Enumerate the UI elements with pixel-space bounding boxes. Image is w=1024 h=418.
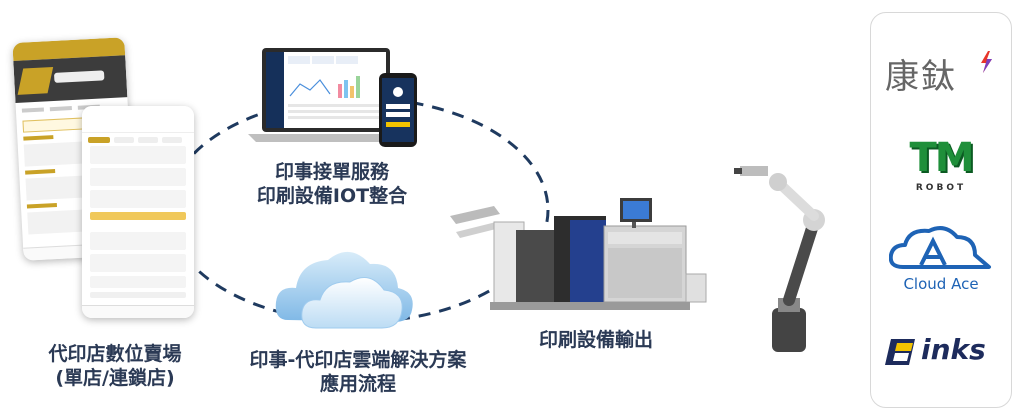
cloud-ace-cloud-icon: [889, 226, 991, 269]
partner-logos-panel: 康鈦 TM ROBOT Cloud Ace inks: [870, 12, 1012, 408]
cloud-ace-logo: Cloud Ace: [885, 225, 997, 295]
store-app-phone-front: [82, 106, 194, 318]
store-market-caption: 代印店數位賣場 (單店/連鎖店): [10, 342, 220, 390]
print-output-caption: 印刷設備輸出: [516, 328, 676, 352]
kangtai-logo-text: 康鈦: [885, 57, 957, 97]
laptop-dashboard: [248, 48, 404, 142]
order-service-line2: 印刷設備IOT整合: [256, 185, 408, 207]
print-output-text: 印刷設備輸出: [538, 329, 653, 351]
order-service-caption: 印事接單服務 印刷設備IOT整合: [232, 160, 432, 208]
cloud-line1: 印事-代印店雲端解決方案: [249, 349, 467, 371]
cloud-line2: 應用流程: [319, 373, 396, 395]
store-market-line2: (單店/連鎖店): [55, 367, 175, 389]
tm-logo-subtitle: ROBOT: [915, 183, 967, 193]
cloud-ace-text: Cloud Ace: [903, 275, 979, 293]
order-service-line1: 印事接單服務: [274, 161, 389, 183]
lightning-icon: [981, 51, 992, 73]
mobile-login-screen: [379, 73, 417, 147]
store-market-line1: 代印店數位賣場: [48, 343, 182, 365]
production-printer: [450, 198, 707, 310]
cloud-solution-caption: 印事-代印店雲端解決方案 應用流程: [208, 348, 508, 396]
inks-mark-icon: [885, 339, 915, 365]
robot-arm: [734, 166, 825, 352]
kangtai-logo: 康鈦: [885, 49, 997, 97]
inks-text: inks: [921, 333, 986, 366]
tm-robot-logo: TM ROBOT: [901, 137, 981, 201]
inks-logo: inks: [883, 333, 1003, 371]
tm-logo-mark: TM: [909, 135, 974, 181]
cloud-illustration: [275, 251, 413, 329]
